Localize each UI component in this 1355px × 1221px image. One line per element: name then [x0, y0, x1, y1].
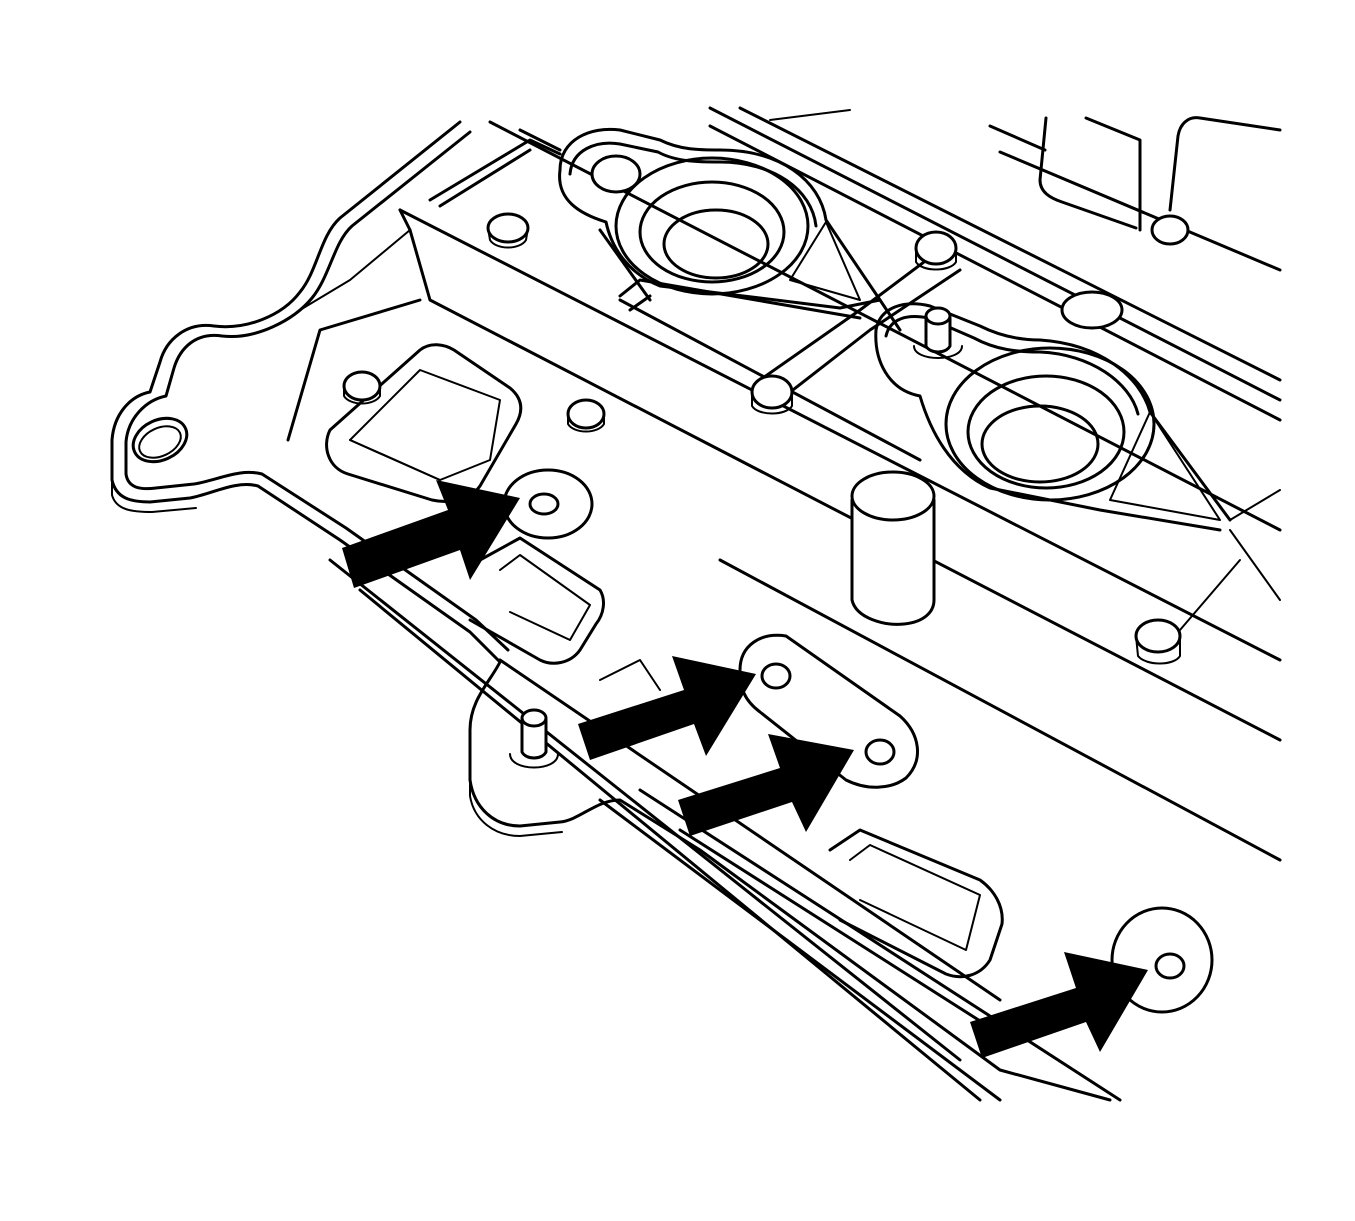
bosses — [342, 212, 1190, 769]
housing-flange — [110, 120, 1112, 1102]
cross-ribs — [598, 228, 962, 402]
arrow-1 — [342, 480, 520, 588]
callout-arrows — [342, 480, 1148, 1058]
upper-rails — [488, 106, 1282, 532]
lower-slot-windows — [468, 536, 1004, 979]
bolt-holes — [502, 468, 1214, 1014]
accumulator-bore-lower — [874, 302, 1281, 631]
left-window-pocket — [325, 343, 523, 503]
lower-rails — [328, 558, 1122, 1102]
arrow-4 — [970, 952, 1148, 1058]
accumulator-bore-upper — [558, 109, 882, 310]
arrow-3 — [678, 734, 854, 836]
arrow-2 — [578, 656, 756, 760]
